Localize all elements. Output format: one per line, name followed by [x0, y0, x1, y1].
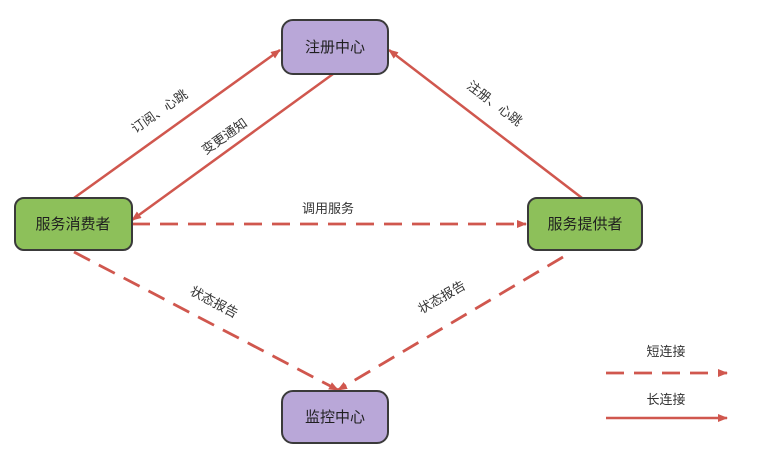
monitor-label: 监控中心 — [305, 408, 365, 426]
registry-label: 注册中心 — [305, 38, 365, 56]
edge-label-subscribe-heartbeat: 订阅、心跳 — [129, 87, 191, 137]
edge-provider-to-monitor — [337, 255, 564, 392]
provider-label: 服务提供者 — [547, 215, 622, 233]
registry-node: 注册中心 — [281, 19, 389, 75]
edge-provider-to-registry — [388, 49, 583, 199]
edge-label-invoke-service: 调用服务 — [302, 201, 354, 217]
provider-node: 服务提供者 — [527, 197, 643, 251]
legend: 短连接 长连接 — [606, 344, 728, 422]
edge-label-register-heartbeat: 注册、心跳 — [464, 79, 525, 130]
edge-registry-to-consumer — [131, 72, 334, 222]
monitor-node: 监控中心 — [281, 390, 389, 444]
edge-consumer-to-monitor — [73, 250, 339, 392]
legend-long-connection-label: 长连接 — [646, 392, 685, 408]
consumer-node: 服务消费者 — [14, 197, 133, 251]
edge-label-status-report-consumer: 状态报告 — [187, 284, 240, 322]
consumer-label: 服务消费者 — [35, 215, 110, 233]
legend-short-connection-label: 短连接 — [646, 344, 685, 360]
edge-label-status-report-provider: 状态报告 — [416, 278, 469, 317]
edge-consumer-to-registry — [73, 48, 281, 200]
